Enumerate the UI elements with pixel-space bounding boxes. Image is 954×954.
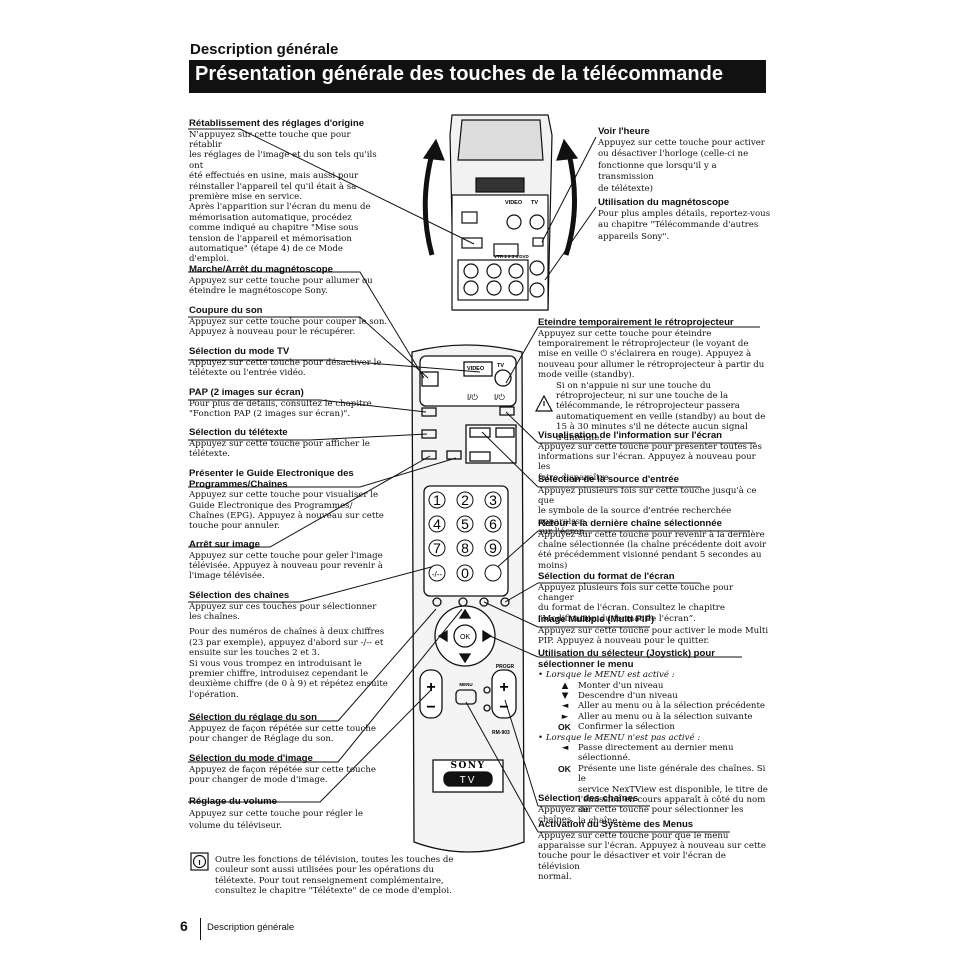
coupure-block: Coupure du son Appuyez sur cette touche …: [189, 305, 388, 337]
son-block: Sélection du réglage du son Appuyez de f…: [189, 712, 389, 744]
activation-block: Activation du Système des Menus Appuyez …: [538, 819, 770, 883]
warning-icon: [535, 394, 553, 412]
key-4[interactable]: 4: [433, 516, 441, 532]
ok-label[interactable]: OK: [460, 634, 470, 641]
magneto-title: Marche/Arrêt du magnétoscope: [189, 264, 333, 275]
retour-title: Retour à la dernière chaîne sélectionnée: [538, 518, 722, 529]
tv-badge-label: TV: [460, 775, 477, 786]
source-block: Sélection de la source d'entrée Appuyez …: [538, 474, 770, 538]
volume-minus[interactable]: −: [426, 699, 435, 716]
eteindre-title: Eteindre temporairement le rétroprojecte…: [538, 317, 734, 328]
pap-title: PAP (2 images sur écran): [189, 387, 304, 398]
section-title: Description générale: [190, 41, 339, 58]
remote-top-view: [422, 114, 579, 311]
chaines-title: Sélection des chaînes: [189, 590, 290, 601]
key-9[interactable]: 9: [489, 540, 497, 556]
format-block: Sélection du format de l'écran Appuyez p…: [538, 571, 770, 624]
teletexte-title: Sélection du télétexte: [189, 427, 288, 438]
key-3[interactable]: 3: [489, 492, 497, 508]
info-block: Outre les fonctions de télévision, toute…: [215, 855, 454, 897]
epg-block: Présenter le Guide Electronique des Prog…: [189, 468, 389, 532]
footer-text: Description générale: [207, 922, 295, 933]
heure-title: Voir l'heure: [598, 126, 650, 137]
eteindre-block: Eteindre temporairement le rétroprojecte…: [538, 317, 770, 443]
volume-block: Réglage du volume Appuyez sur cette touc…: [189, 796, 389, 832]
key-6[interactable]: 6: [489, 516, 497, 532]
coupure-title: Coupure du son: [189, 305, 263, 316]
utilmagneto-block: Utilisation du magnétoscope Pour plus am…: [598, 197, 773, 243]
chaines-block: Sélection des chaînes Appuyez sur ces to…: [189, 590, 388, 700]
activation-title: Activation du Système des Menus: [538, 819, 694, 830]
key-5[interactable]: 5: [461, 516, 469, 532]
tv-power-label: I/⏻: [494, 393, 505, 402]
digit-keys: 1 2 3 4 5 6 7 8 9 -/-- 0: [428, 491, 502, 582]
footer-divider: [200, 918, 201, 940]
arret-block: Arrêt sur image Appuyez sur cette touche…: [189, 539, 389, 582]
source-title: Sélection de la source d'entrée: [538, 474, 679, 485]
modeimage-title: Sélection du mode d'image: [189, 753, 313, 764]
utilmagneto-title: Utilisation du magnétoscope: [598, 197, 730, 208]
multi-title: Image Multiple (Multi PIP): [538, 614, 655, 625]
joystick-block: Utilisation du sélecteur (Joystick) pour…: [538, 648, 770, 826]
menu-label: MENU: [459, 682, 472, 687]
heure-block: Voir l'heure Appuyez sur cette touche po…: [598, 126, 773, 196]
model-label: RM-903: [492, 730, 510, 736]
retablissement-block: Rétablissement des réglages d'origine N'…: [189, 118, 384, 265]
brand-label: SONY: [451, 761, 486, 771]
key-dash[interactable]: -/--: [432, 570, 443, 579]
modetv-title: Sélection du mode TV: [189, 346, 290, 357]
volume-plus[interactable]: +: [426, 679, 435, 696]
key-0[interactable]: 0: [461, 565, 469, 581]
visu-title: Visualisation de l'information sur l'écr…: [538, 430, 723, 441]
leader-lines-left: [188, 128, 481, 803]
info-icon: [190, 852, 209, 871]
top-tv-label: TV: [531, 200, 538, 206]
video-power-label: I/⏻: [467, 393, 478, 402]
tv-label: TV: [497, 363, 504, 369]
retablissement-title: Rétablissement des réglages d'origine: [189, 118, 365, 129]
arret-title: Arrêt sur image: [189, 539, 260, 550]
selchaines-title: Sélection des chaînes: [538, 793, 639, 804]
key-8[interactable]: 8: [461, 540, 469, 556]
progr-plus[interactable]: +: [499, 679, 508, 696]
video-label: VIDEO: [467, 366, 485, 372]
epg-title: Présenter le Guide Electronique des Prog…: [189, 468, 354, 490]
top-vtr-label: VTR 1 2 3 4 DVD: [494, 254, 530, 259]
progr-label: PROGR: [496, 664, 515, 670]
remote-body: [411, 344, 525, 853]
format-title: Sélection du format de l'écran: [538, 571, 675, 582]
magneto-block: Marche/Arrêt du magnétoscope Appuyez sur…: [189, 264, 389, 296]
key-7[interactable]: 7: [433, 540, 441, 556]
modetv-block: Sélection du mode TV Appuyez sur cette t…: [189, 346, 389, 378]
retour-block: Retour à la dernière chaîne sélectionnée…: [538, 518, 770, 571]
multi-block: Image Multiple (Multi PIP) Appuyez sur c…: [538, 614, 769, 646]
page-number: 6: [180, 918, 188, 934]
selchaines-block: Sélection des chaînes Appuyez sur cette …: [538, 793, 770, 825]
joystick-title: Utilisation du sélecteur (Joystick) pour…: [538, 648, 715, 670]
son-title: Sélection du réglage du son: [189, 712, 317, 723]
modeimage-block: Sélection du mode d'image Appuyez de faç…: [189, 753, 389, 785]
top-video-label: VIDEO: [505, 200, 523, 206]
volume-title: Réglage du volume: [189, 796, 277, 807]
key-2[interactable]: 2: [461, 492, 469, 508]
title-bar: Présentation générale des touches de la …: [189, 60, 766, 93]
key-1[interactable]: 1: [433, 492, 441, 508]
progr-minus[interactable]: −: [499, 699, 508, 716]
teletexte-block: Sélection du télétexte Appuyez sur cette…: [189, 427, 389, 459]
leader-lines-right: [465, 136, 760, 833]
page-title: Présentation générale des touches de la …: [195, 63, 723, 85]
pap-block: PAP (2 images sur écran) Pour plus de dé…: [189, 387, 389, 419]
visu-block: Visualisation de l'information sur l'écr…: [538, 430, 770, 483]
